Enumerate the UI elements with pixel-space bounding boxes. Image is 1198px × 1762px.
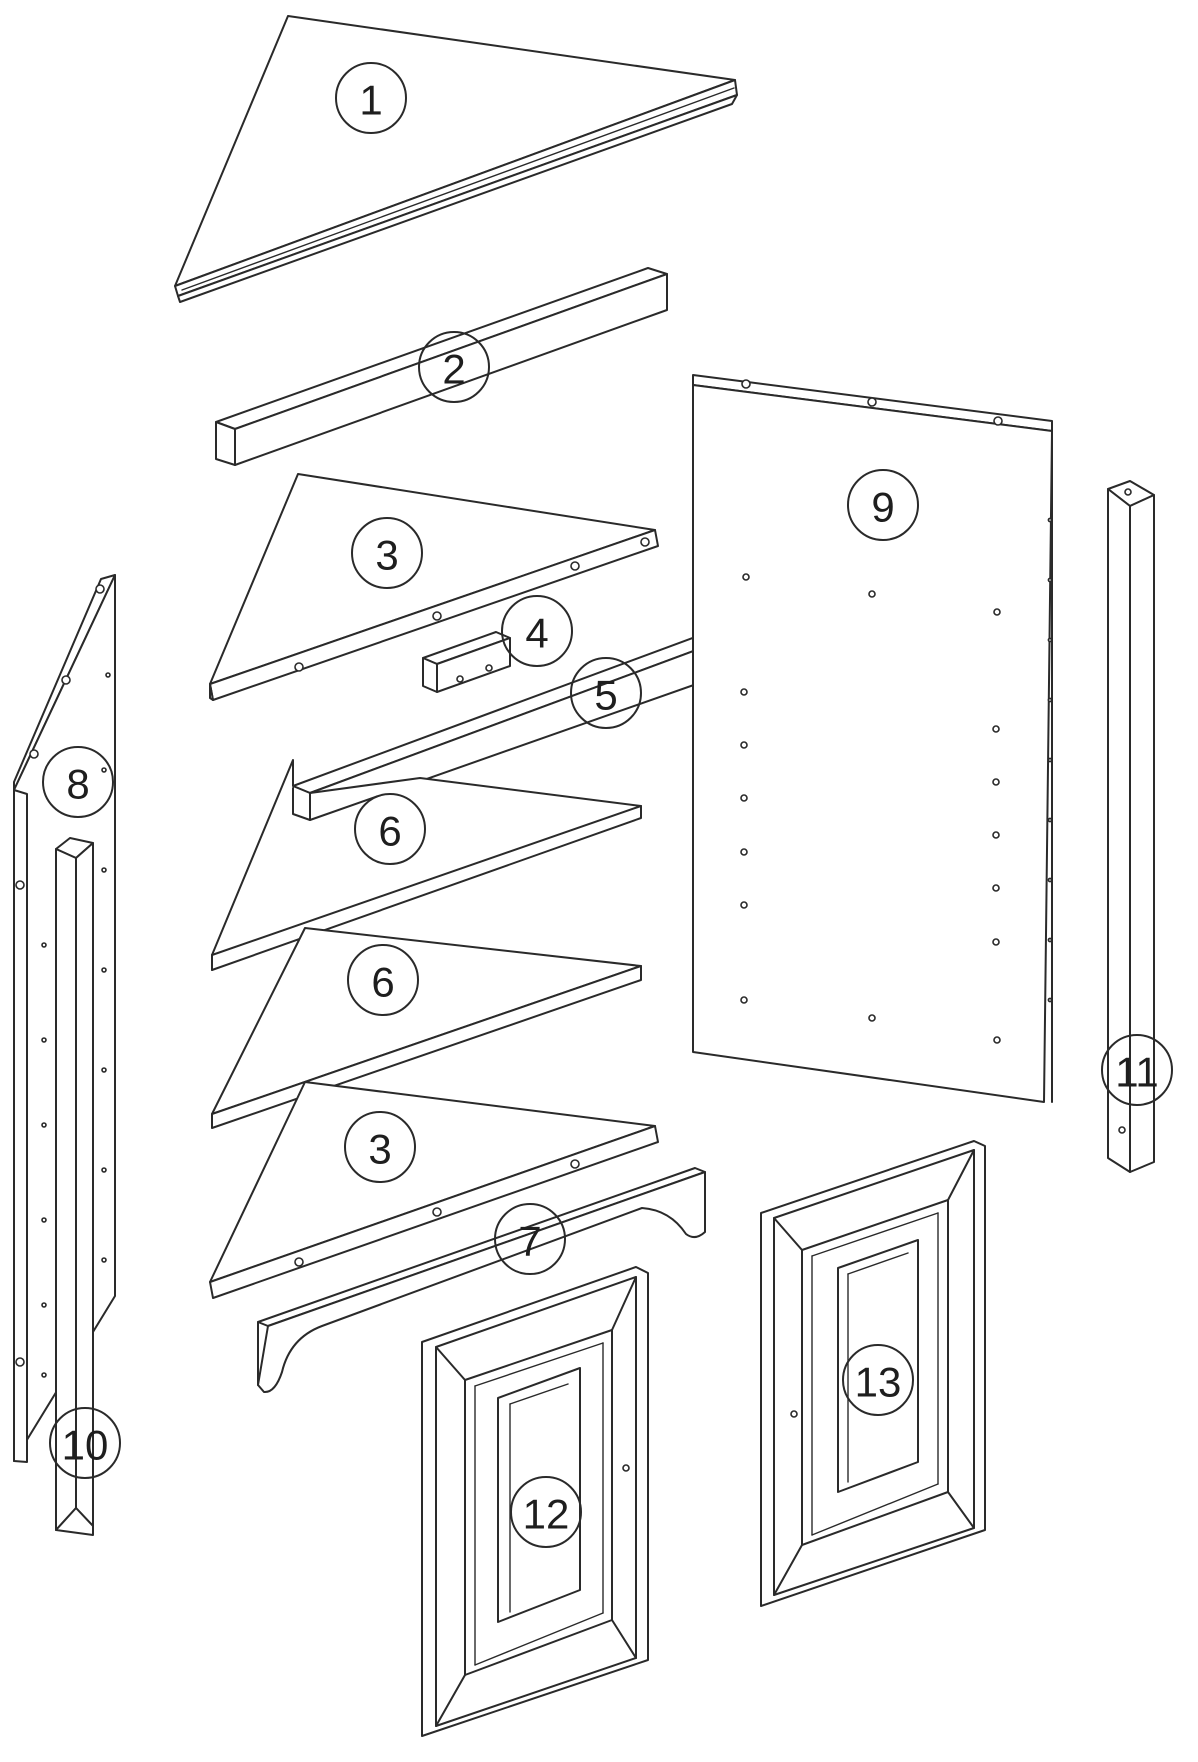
shelf-pin-hole: [1047, 577, 1053, 583]
shelf-pin-hole: [993, 1036, 1001, 1044]
svg-text:11: 11: [1115, 1049, 1159, 1096]
svg-text:2: 2: [442, 346, 465, 393]
svg-text:3: 3: [368, 1126, 391, 1173]
side-pin-hole: [101, 1067, 107, 1073]
shelf-pin-hole: [740, 901, 748, 909]
callout-8: 8: [42, 746, 114, 818]
part-2-top-rail: [215, 267, 668, 466]
part-11-corner-post: [1107, 480, 1155, 1173]
side-pin-hole: [41, 942, 47, 948]
svg-text:10: 10: [62, 1422, 109, 1469]
callout-13: 13: [842, 1344, 914, 1416]
part-10-corner-post: [55, 837, 94, 1536]
shelf-pin-hole: [740, 794, 748, 802]
part-9-back-panel: [692, 374, 1053, 1103]
svg-text:6: 6: [371, 959, 394, 1006]
shelf-pin-hole: [992, 884, 1000, 892]
svg-text:3: 3: [375, 532, 398, 579]
shelf-pin-hole: [1047, 937, 1053, 943]
shelf-pin-hole: [992, 831, 1000, 839]
callout-6-lower: 6: [347, 944, 419, 1016]
side-pin-hole: [41, 1217, 47, 1223]
callout-2: 2: [418, 331, 490, 403]
side-pin-hole: [101, 867, 107, 873]
callout-12: 12: [510, 1476, 582, 1548]
shelf-pin-hole: [868, 1014, 876, 1022]
shelf-pin-hole: [742, 573, 750, 581]
side-pin-hole: [101, 767, 107, 773]
svg-text:6: 6: [378, 808, 401, 855]
side-pin-hole: [101, 1167, 107, 1173]
callout-10: 10: [49, 1407, 121, 1479]
shelf-pin-hole: [992, 778, 1000, 786]
shelf-pin-hole: [1047, 637, 1053, 643]
svg-text:9: 9: [871, 484, 894, 531]
shelf-pin-hole: [1047, 757, 1053, 763]
shelf-pin-hole: [993, 608, 1001, 616]
svg-text:5: 5: [594, 672, 617, 719]
shelf-pin-hole: [740, 848, 748, 856]
side-pin-hole: [105, 672, 111, 678]
svg-text:12: 12: [523, 1491, 570, 1538]
shelf-pin-hole: [740, 996, 748, 1004]
shelf-pin-hole: [1047, 817, 1053, 823]
shelf-pin-hole: [992, 938, 1000, 946]
svg-text:8: 8: [66, 761, 89, 808]
part-6-upper-shelf: [211, 759, 642, 971]
callout-3-upper: 3: [351, 517, 423, 589]
shelf-pin-hole: [1047, 517, 1053, 523]
side-pin-hole: [41, 1037, 47, 1043]
side-pin-hole: [41, 1302, 47, 1308]
part-7-base-rail: [257, 1167, 706, 1394]
part-3-upper-shelf: [209, 473, 659, 701]
callout-6-upper: 6: [354, 793, 426, 865]
callout-4: 4: [501, 595, 573, 667]
shelf-pin-hole: [740, 688, 748, 696]
shelf-pin-hole: [1047, 877, 1053, 883]
side-pin-hole: [41, 1122, 47, 1128]
shelf-pin-hole: [868, 590, 876, 598]
part-1-top-panel: [174, 15, 738, 303]
callout-5: 5: [570, 657, 642, 729]
part-3-lower-shelf: [209, 1081, 659, 1299]
callout-1: 1: [335, 62, 407, 134]
part-13-door: [760, 1140, 986, 1607]
callout-11: 11: [1101, 1034, 1173, 1106]
part-12-door: [421, 1266, 649, 1737]
svg-text:4: 4: [525, 610, 548, 657]
shelf-pin-hole: [1047, 997, 1053, 1003]
part-4-block: [422, 631, 511, 693]
shelf-pin-hole: [992, 725, 1000, 733]
callout-3-lower: 3: [344, 1111, 416, 1183]
side-pin-hole: [101, 1257, 107, 1263]
shelf-pin-hole: [1047, 697, 1053, 703]
svg-text:1: 1: [359, 77, 382, 124]
callout-7: 7: [494, 1203, 566, 1275]
side-pin-hole: [101, 967, 107, 973]
shelf-pin-hole: [740, 741, 748, 749]
part-9-pin-holes: [740, 517, 1053, 1044]
svg-text:13: 13: [855, 1359, 902, 1406]
svg-text:7: 7: [518, 1218, 541, 1265]
side-pin-hole: [41, 1372, 47, 1378]
callout-9: 9: [847, 469, 919, 541]
